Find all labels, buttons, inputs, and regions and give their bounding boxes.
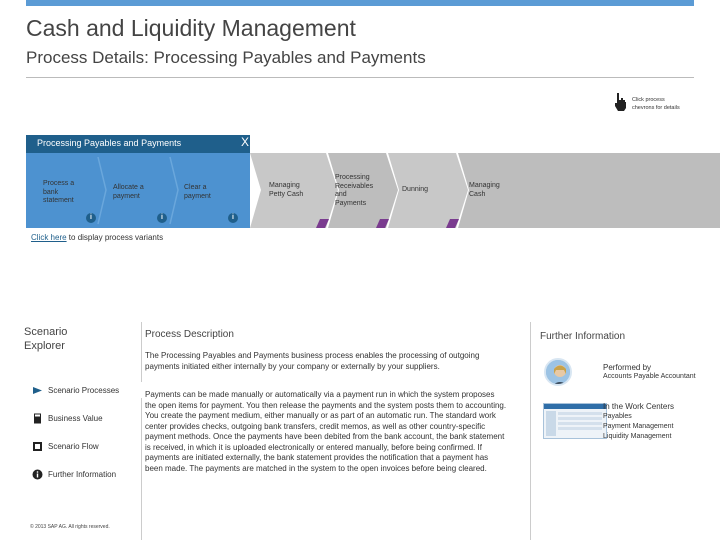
sidebar-title: Scenario Explorer: [24, 326, 68, 352]
sidebar-item-business-value[interactable]: Business Value: [16, 410, 142, 426]
hint-text: Click process chevrons for details: [632, 97, 680, 111]
process-description-panel: Process Description The Processing Payab…: [142, 322, 530, 540]
description-heading: Process Description: [145, 329, 234, 340]
step-allocate-payment[interactable]: Allocate a payment: [113, 184, 144, 200]
process-variants-hint: Click here to display process variants: [31, 233, 164, 242]
click-here-link[interactable]: Click here: [31, 233, 67, 242]
work-center-item: Liquidity Management: [603, 433, 672, 440]
close-icon[interactable]: X: [241, 135, 250, 149]
performed-by-value: Accounts Payable Accountant: [603, 373, 696, 380]
step-process-bank-statement[interactable]: Process a bank statement: [43, 180, 75, 204]
process-chevrons: [250, 153, 720, 228]
chevron-dunning[interactable]: [388, 153, 468, 228]
page-subtitle: Process Details: Processing Payables and…: [26, 48, 426, 67]
avatar: [544, 358, 572, 386]
further-heading: Further Information: [540, 331, 626, 342]
active-process-panel: Processing Payables and Payments X: [26, 135, 250, 228]
further-information-panel: Further Information Performed by Account…: [530, 322, 720, 540]
person-icon: [546, 360, 570, 384]
title-divider: [26, 77, 694, 78]
description-paragraph: Payments can be made manually or automat…: [145, 390, 507, 473]
sidebar-item-further-information[interactable]: Further Information: [16, 466, 142, 482]
flow-icon: [33, 442, 42, 451]
arrow-right-icon: [33, 387, 42, 394]
hand-pointer-icon: [615, 93, 626, 111]
description-paragraph: The Processing Payables and Payments bus…: [145, 351, 480, 371]
info-icon[interactable]: i: [157, 213, 167, 223]
info-icon[interactable]: i: [228, 213, 238, 223]
page-title: Cash and Liquidity Management: [26, 15, 356, 41]
chevron-label-dunning: Dunning: [402, 186, 429, 193]
calculator-icon: [34, 413, 41, 424]
work-center-item: Payment Management: [603, 423, 674, 430]
chevron-label-receivables: Processing Receivables and Payments: [335, 174, 374, 207]
sidebar-item-scenario-flow[interactable]: Scenario Flow: [16, 438, 142, 454]
chevron-processing-receivables[interactable]: [328, 153, 398, 228]
info-icon[interactable]: i: [86, 213, 96, 223]
step-clear-payment[interactable]: Clear a payment: [184, 184, 211, 200]
panel-title: Processing Payables and Payments: [37, 138, 182, 148]
work-center-screenshot-icon: [543, 403, 607, 439]
chevron-managing-cash[interactable]: [458, 153, 720, 228]
panel-header: Processing Payables and Payments X: [26, 135, 250, 153]
chevron-label-managing-cash: Managing Cash: [469, 182, 500, 198]
info-icon: [32, 469, 43, 480]
chevron-label-petty-cash: Managing Petty Cash: [269, 182, 304, 198]
top-accent-bar: [26, 0, 694, 6]
chevron-managing-petty-cash[interactable]: [250, 153, 338, 228]
sidebar-item-scenario-processes[interactable]: Scenario Processes: [16, 382, 142, 398]
work-center-item: Payables: [603, 413, 632, 420]
panel-step-arrows: [97, 156, 179, 225]
scenario-explorer: Scenario Explorer Scenario Processes Bus…: [16, 322, 142, 540]
copyright: © 2013 SAP AG. All rights reserved.: [30, 524, 110, 530]
work-centers-label: In the Work Centers: [603, 402, 674, 411]
performed-by-label: Performed by: [603, 363, 652, 372]
